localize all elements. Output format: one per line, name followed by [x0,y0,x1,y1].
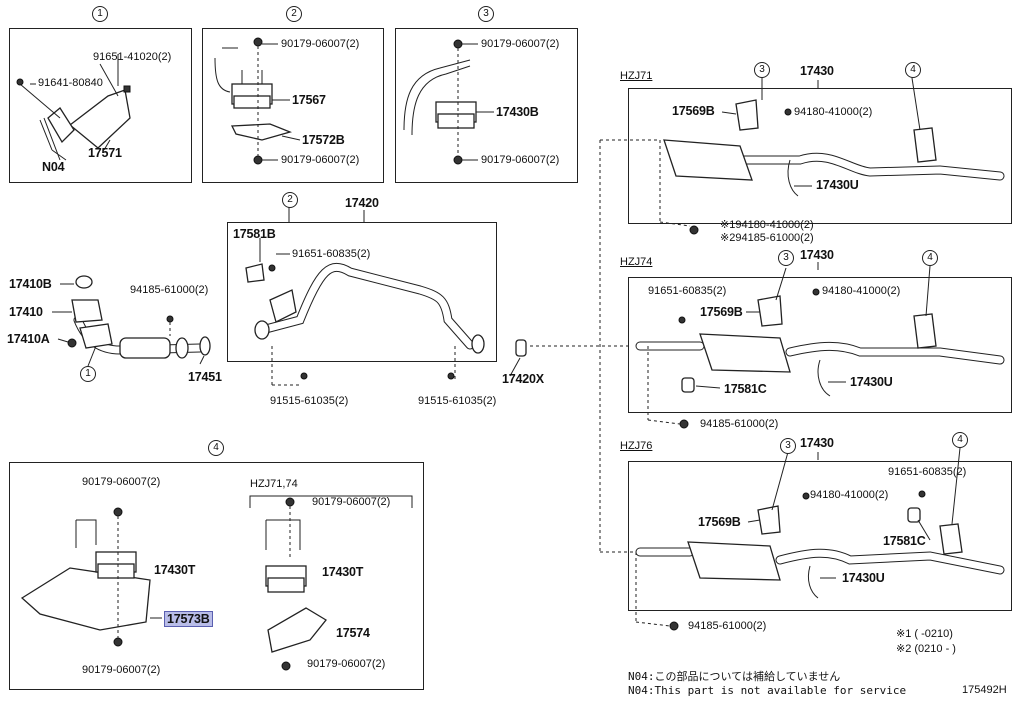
part-94180-41000-hzj71[interactable]: 94180-41000(2) [794,106,873,118]
hanger-17567-drawing [214,37,293,165]
note-range-1: ※1 ( -0210) [896,628,953,640]
leader-lines [30,43,961,579]
part-94185-61000[interactable]: 94185-61000(2) [130,284,209,296]
muffler-hzj76-drawing [635,490,1005,631]
note-range-2: ※2 (0210 - ) [896,643,956,655]
part-94180-41000-hzj76[interactable]: 94180-41000(2) [810,489,889,501]
center-pipe-drawing [67,263,630,386]
detail-box-4 [9,462,424,690]
model-hzj74: HZJ74 [620,256,653,268]
part-17410A[interactable]: 17410A [7,332,50,346]
part-17567[interactable]: 17567 [292,93,326,107]
callout-3-hzj74[interactable]: 3 [778,250,794,266]
part-17569B-hzj74[interactable]: 17569B [700,305,743,319]
part-91651-41020[interactable]: 91651-41020(2) [93,51,172,63]
callout-2-center[interactable]: 2 [282,192,298,208]
part-N04[interactable]: N04 [42,160,65,174]
callout-4[interactable]: 4 [208,440,224,456]
part-17430-hzj74[interactable]: 17430 [800,248,834,262]
callout-2[interactable]: 2 [286,6,302,22]
callout-3-hzj76[interactable]: 3 [780,438,796,454]
part-90179-06007-bottom[interactable]: 90179-06007(2) [481,154,560,166]
part-17420[interactable]: 17420 [345,196,379,210]
callout-4-hzj74[interactable]: 4 [922,250,938,266]
part-91641-80840[interactable]: 91641-80840 [38,77,103,89]
part-17581B[interactable]: 17581B [233,227,276,241]
part-91515-61035-left[interactable]: 91515-61035(2) [270,395,349,407]
box4-drawing [20,497,327,671]
note-n04-english: N04:This part is not available for servi… [628,684,907,697]
muffler-hzj74-drawing [635,288,1005,429]
hzj74-box [628,277,1012,413]
part-17430T-b[interactable]: 17430T [322,565,364,579]
part-91651-60835-hzj74[interactable]: 91651-60835(2) [648,285,727,297]
part-17430U-hzj71[interactable]: 17430U [816,178,859,192]
part-91651-60835-hzj76[interactable]: 91651-60835(2) [888,466,967,478]
detail-box-2 [202,28,384,183]
part-90179-06007-a[interactable]: 90179-06007(2) [82,476,161,488]
part-17581C-hzj76[interactable]: 17581C [883,534,926,548]
hzj76-box [628,461,1012,611]
callout-3[interactable]: 3 [478,6,494,22]
detail-box-1 [9,28,192,183]
part-94185-61000-hzj74[interactable]: 94185-61000(2) [700,418,779,430]
part-17430U-hzj76[interactable]: 17430U [842,571,885,585]
part-17420X[interactable]: 17420X [502,372,544,386]
part-17430T-a[interactable]: 17430T [154,563,196,577]
model-hzj76: HZJ76 [620,440,653,452]
part-17572B[interactable]: 17572B [302,133,345,147]
hzj71-box [628,88,1012,224]
part-17430-hzj76[interactable]: 17430 [800,436,834,450]
part-17430U-hzj74[interactable]: 17430U [850,375,893,389]
part-90179-06007-c[interactable]: 90179-06007(2) [312,496,391,508]
heat-insulator-17571-drawing [16,63,131,161]
part-90179-06007-top[interactable]: 90179-06007(2) [281,38,360,50]
note-1-94180-41000[interactable]: ※194180-41000(2) [720,219,814,231]
note-2-94185-61000[interactable]: ※294185-61000(2) [720,232,814,244]
diagram-id: 175492H [962,684,1007,696]
part-91515-61035-right[interactable]: 91515-61035(2) [418,395,497,407]
part-17430B[interactable]: 17430B [496,105,539,119]
part-94180-41000-hzj74[interactable]: 94180-41000(2) [822,285,901,297]
center-pipe-box [227,222,497,362]
part-90179-06007-top[interactable]: 90179-06007(2) [481,38,560,50]
callout-4-hzj76[interactable]: 4 [952,432,968,448]
part-91651-60835[interactable]: 91651-60835(2) [292,248,371,260]
part-17430-hzj71[interactable]: 17430 [800,64,834,78]
detail-box-3 [395,28,578,183]
part-17569B-hzj76[interactable]: 17569B [698,515,741,529]
part-90179-06007-d[interactable]: 90179-06007(2) [307,658,386,670]
note-n04-japanese: N04:この部品については補給していません [628,670,841,683]
part-17569B-hzj71[interactable]: 17569B [672,104,715,118]
part-17451[interactable]: 17451 [188,370,222,384]
part-17574[interactable]: 17574 [336,626,370,640]
part-17410B[interactable]: 17410B [9,277,52,291]
callout-1[interactable]: 1 [92,6,108,22]
subgroup-title-hzj71-74: HZJ71,74 [250,478,298,490]
part-17410[interactable]: 17410 [9,305,43,319]
part-17581C-hzj74[interactable]: 17581C [724,382,767,396]
part-94185-61000-hzj76[interactable]: 94185-61000(2) [688,620,767,632]
model-hzj71: HZJ71 [620,70,653,82]
part-17573B-highlighted[interactable]: 17573B [164,611,213,627]
part-90179-06007-bottom[interactable]: 90179-06007(2) [281,154,360,166]
callout-3-hzj71[interactable]: 3 [754,62,770,78]
part-90179-06007-b[interactable]: 90179-06007(2) [82,664,161,676]
hanger-17430B-drawing [403,39,477,165]
callout-1-center[interactable]: 1 [80,366,96,382]
callout-4-hzj71[interactable]: 4 [905,62,921,78]
part-17571[interactable]: 17571 [88,146,122,160]
muffler-hzj71-drawing [659,99,1005,235]
